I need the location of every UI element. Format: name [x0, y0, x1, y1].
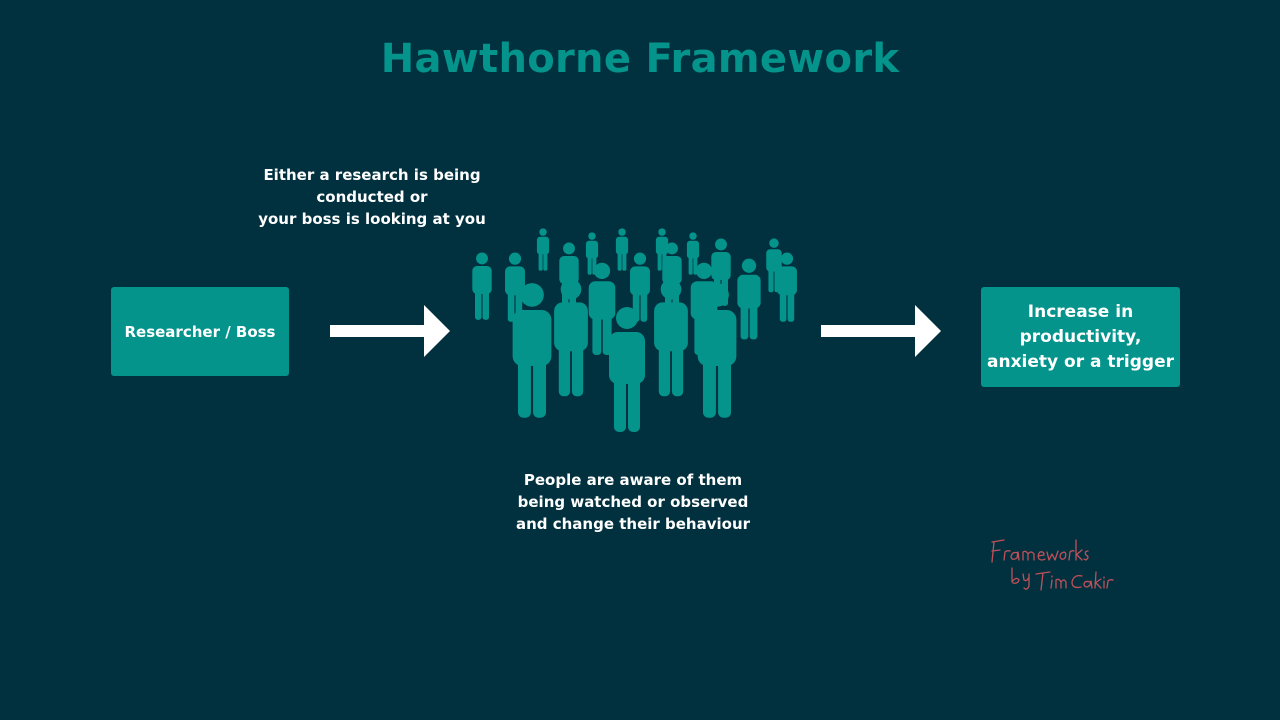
right-arrow-icon — [821, 305, 941, 357]
outcome-box-label: Increase in productivity, anxiety or a t… — [987, 301, 1174, 372]
page-title: Hawthorne Framework — [380, 36, 900, 82]
outcome-box: Increase in productivity, anxiety or a t… — [981, 287, 1180, 387]
crowd-caption: People are aware of them being watched o… — [515, 471, 751, 533]
crowd-icon — [472, 228, 797, 432]
author-signature — [991, 539, 1114, 591]
researcher-box: Researcher / Boss — [111, 287, 289, 376]
right-arrow-icon — [330, 305, 450, 357]
observer-caption: Either a research is being conducted or … — [258, 166, 486, 228]
researcher-box-label: Researcher / Boss — [124, 322, 276, 341]
